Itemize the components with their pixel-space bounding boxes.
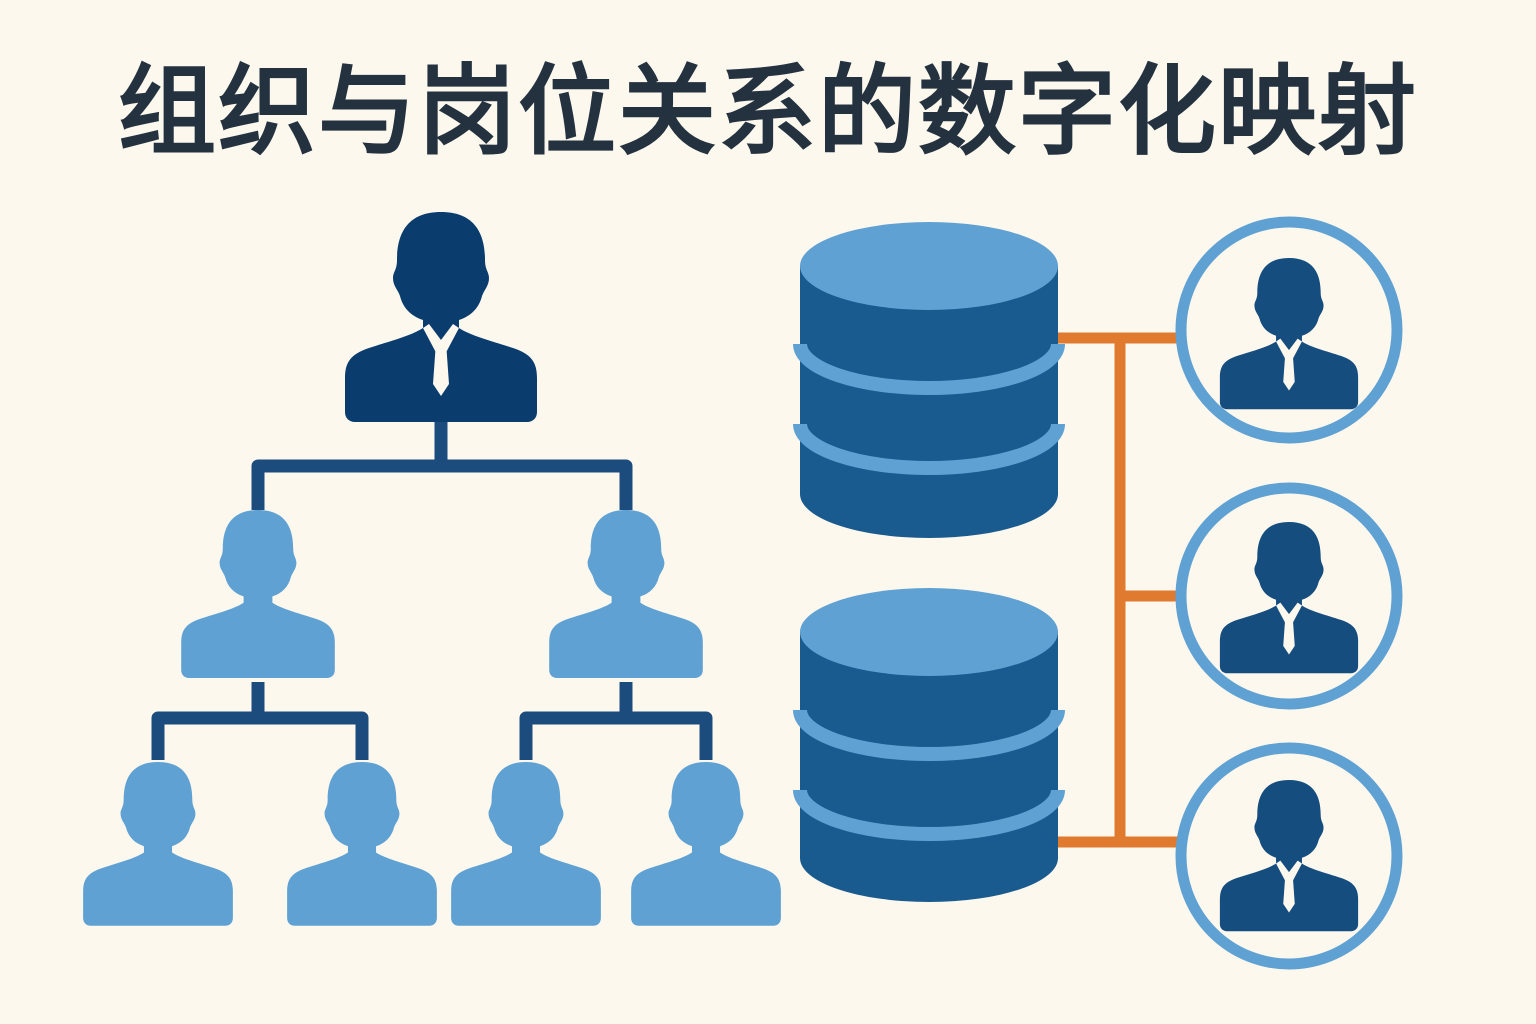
connector-right-manager-to-staff: [519, 682, 713, 760]
manager-icon: [345, 212, 537, 422]
employee-icon: [451, 762, 601, 926]
org-chart: [83, 212, 781, 926]
person-avatar-icon: [1175, 742, 1403, 970]
employee-icon: [83, 762, 233, 926]
employee-icon: [549, 510, 703, 678]
connector-leader-to-managers: [251, 420, 633, 510]
person-avatar-icon: [1175, 482, 1403, 710]
employee-icon: [631, 762, 781, 926]
page-title: 组织与岗位关系的数字化映射: [117, 55, 1418, 169]
database-icon: [793, 588, 1065, 902]
mapping-connectors: [1058, 332, 1182, 848]
employee-icon: [181, 510, 335, 678]
org-connectors: [151, 420, 713, 760]
employee-icon: [287, 762, 437, 926]
database-icon: [793, 222, 1065, 538]
connector-left-manager-to-staff: [151, 682, 369, 760]
person-avatar-icon: [1175, 216, 1403, 444]
